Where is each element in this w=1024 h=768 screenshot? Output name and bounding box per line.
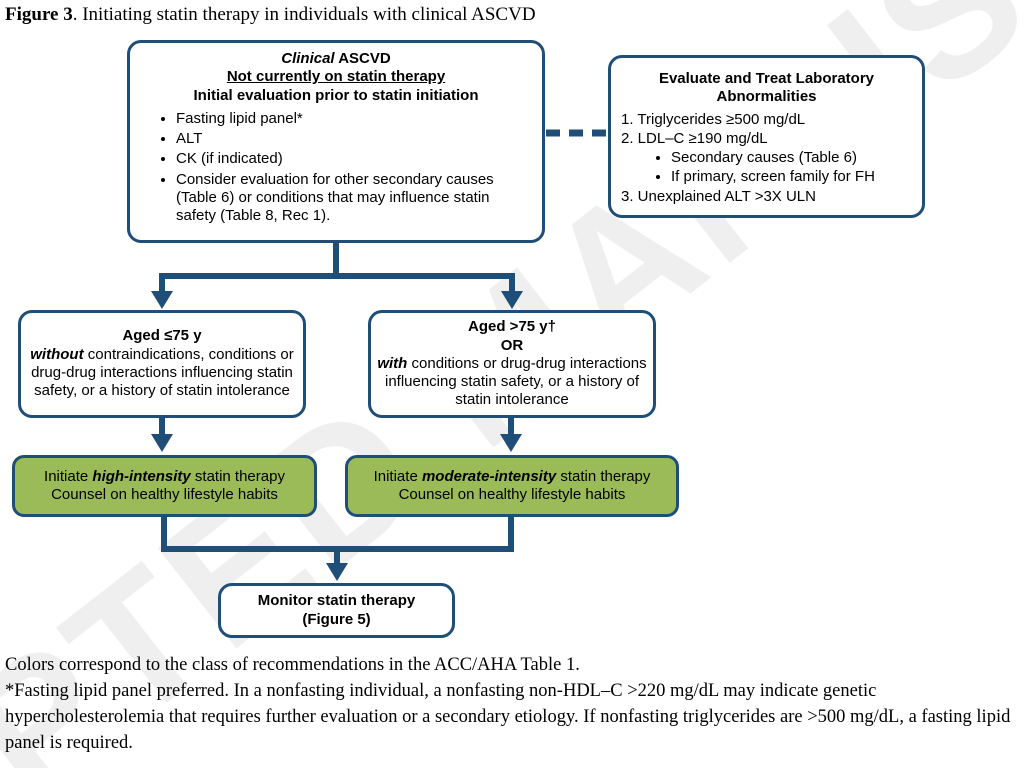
figure-caption: Figure 3. Initiating statin therapy in i… xyxy=(5,4,536,26)
without-word: without xyxy=(30,345,84,363)
high-intensity-action-box: Initiate high-intensity statin therapy C… xyxy=(12,455,317,517)
lab-item-ldl: 2. LDL–C ≥190 mg/dL xyxy=(621,129,768,147)
footnote-colors: Colors correspond to the class of recomm… xyxy=(5,655,580,675)
age-over-75-body: with conditions or drug-drug interaction… xyxy=(377,355,647,410)
initial-evaluation-list: Fasting lipid panel* ALT CK (if indicate… xyxy=(140,110,532,226)
moderate-intensity-line: Initiate moderate-intensity statin thera… xyxy=(354,468,670,486)
initial-evaluation-subheading: Initial evaluation prior to statin initi… xyxy=(193,86,479,104)
with-word: with xyxy=(377,354,408,372)
age-under-75-body-text: contraindications, conditions or drug-dr… xyxy=(31,345,294,400)
lab-item-alt: 3. Unexplained ALT >3X ULN xyxy=(621,187,816,205)
or-label: OR xyxy=(500,336,524,354)
arrowhead-to-age-right xyxy=(501,291,523,309)
list-item: Secondary causes (Table 6) xyxy=(671,149,914,167)
figure-label: Figure 3 xyxy=(5,4,73,25)
age-under-75-heading: Aged ≤75 y xyxy=(122,327,202,345)
arrowhead-to-monitor xyxy=(326,563,348,581)
moderate-intensity-word: moderate-intensity xyxy=(421,467,557,485)
age-over-75-box: Aged >75 y† OR with conditions or drug-d… xyxy=(368,310,656,418)
age-over-75-heading: Aged >75 y† xyxy=(468,318,556,336)
figure-footnotes: Colors correspond to the class of recomm… xyxy=(5,652,1019,756)
list-item: ALT xyxy=(176,130,532,148)
lab-item-triglycerides: 1. Triglycerides ≥500 mg/dL xyxy=(621,110,806,128)
high-intensity-line: Initiate high-intensity statin therapy xyxy=(21,468,308,486)
clinical-word: Clinical xyxy=(281,50,335,67)
moderate-intensity-action-box: Initiate moderate-intensity statin thera… xyxy=(345,455,679,517)
clinical-ascvd-heading: Clinical ASCVD xyxy=(140,50,532,68)
monitor-statin-box: Monitor statin therapy (Figure 5) xyxy=(218,583,455,638)
arrowhead-to-age-left xyxy=(151,291,173,309)
counsel-line: Counsel on healthy lifestyle habits xyxy=(398,486,626,503)
list-item: If primary, screen family for FH xyxy=(671,168,914,186)
not-on-statin-subheading: Not currently on statin therapy xyxy=(226,68,446,86)
arrowhead-to-green-right xyxy=(500,434,522,452)
high-intensity-word: high-intensity xyxy=(92,467,191,485)
age-under-75-box: Aged ≤75 y without contraindications, co… xyxy=(18,310,306,418)
list-item: Fasting lipid panel* xyxy=(176,110,532,128)
figure5-line: (Figure 5) xyxy=(302,610,371,628)
age-under-75-body: without contraindications, conditions or… xyxy=(27,346,297,401)
statin-therapy-word: statin therapy xyxy=(190,467,285,485)
figure-title-text: . Initiating statin therapy in individua… xyxy=(72,4,536,25)
clinical-ascvd-box: Clinical ASCVD Not currently on statin t… xyxy=(127,40,545,243)
monitor-line: Monitor statin therapy xyxy=(257,592,416,610)
lab-box-heading: Evaluate and Treat Laboratory Abnormalit… xyxy=(658,70,875,106)
initiate-word: Initiate xyxy=(44,467,93,485)
counsel-line: Counsel on healthy lifestyle habits xyxy=(51,486,278,503)
footnote-fasting: *Fasting lipid panel preferred. In a non… xyxy=(5,681,1011,753)
age-over-75-body-text: conditions or drug-drug interactions inf… xyxy=(384,354,647,409)
ascvd-word: ASCVD xyxy=(334,50,391,67)
initiate-word: Initiate xyxy=(373,467,422,485)
list-item: CK (if indicated) xyxy=(176,150,532,168)
lab-abnormalities-box: Evaluate and Treat Laboratory Abnormalit… xyxy=(608,55,925,218)
ldl-sublist: Secondary causes (Table 6) If primary, s… xyxy=(619,149,914,187)
statin-therapy-word: statin therapy xyxy=(556,467,651,485)
arrowhead-to-green-left xyxy=(151,434,173,452)
list-item: Consider evaluation for other secondary … xyxy=(176,171,532,226)
